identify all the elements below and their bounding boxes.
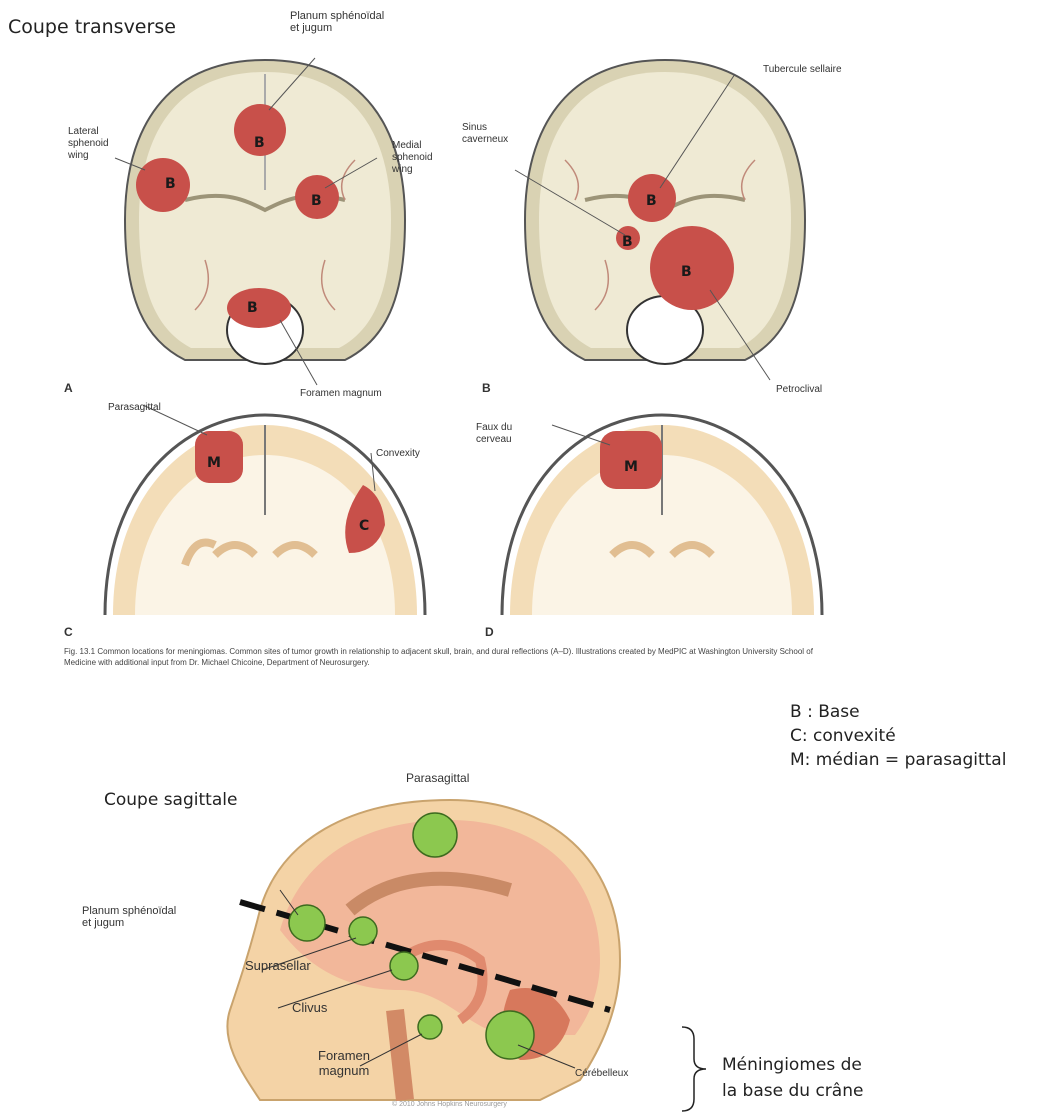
panel-a-skull-base: B B B B bbox=[55, 40, 475, 400]
label-parasagittal-sagittal: Parasagittal bbox=[406, 772, 469, 784]
label-foramen-magnum-a: Foramen magnum bbox=[300, 388, 382, 400]
copyright-text: © 2010 Johns Hopkins Neurosurgery bbox=[392, 1100, 507, 1109]
panel-a-letter: A bbox=[64, 382, 73, 394]
base-meningiomas-label: Méningiomes de la base du crâne bbox=[722, 1052, 863, 1104]
panel-b-tumor-sinus: B bbox=[622, 234, 633, 250]
label-planum-a: Planum sphénoïdal et jugum bbox=[290, 10, 384, 34]
sagittal-head-diagram bbox=[200, 780, 660, 1110]
label-petroclival: Petroclival bbox=[776, 384, 822, 396]
label-parasagittal-c: Parasagittal bbox=[108, 402, 161, 414]
panel-d-letter: D bbox=[485, 626, 494, 638]
panel-a-tumor-medial: B bbox=[311, 193, 322, 209]
panel-c-tumor-m: M bbox=[207, 455, 221, 471]
panel-a-tumor-planum: B bbox=[254, 135, 265, 151]
panel-a-tumor-lateral: B bbox=[165, 176, 176, 192]
panel-b-tumor-tubercule: B bbox=[646, 193, 657, 209]
legend-item-base: B : Base bbox=[790, 700, 1006, 724]
label-medial-sphenoid: Medial sphenoid wing bbox=[392, 140, 433, 176]
figure-caption: Fig. 13.1 Common locations for meningiom… bbox=[64, 646, 844, 668]
panel-c-coronal: M C bbox=[95, 405, 435, 625]
transverse-title: Coupe transverse bbox=[8, 16, 176, 38]
label-planum-sagittal: Planum sphénoïdal et jugum bbox=[82, 905, 176, 929]
panel-d-coronal: M bbox=[492, 405, 832, 625]
panel-b-tumor-petroclival: B bbox=[681, 264, 692, 280]
abbreviation-legend: B : Base C: convexité M: médian = parasa… bbox=[790, 700, 1006, 772]
panel-c-letter: C bbox=[64, 626, 73, 638]
label-suprasellar: Suprasellar bbox=[245, 960, 311, 972]
panel-a-tumor-foramen: B bbox=[247, 300, 258, 316]
panel-d-tumor-m: M bbox=[624, 459, 638, 475]
label-clivus: Clivus bbox=[292, 1002, 327, 1014]
legend-item-median: M: médian = parasagittal bbox=[790, 748, 1006, 772]
label-sinus-caverneux: Sinus caverneux bbox=[462, 122, 508, 146]
panel-c-tumor-c: C bbox=[359, 518, 369, 534]
panel-b-letter: B bbox=[482, 382, 491, 394]
base-bracket bbox=[680, 1025, 710, 1113]
label-lateral-sphenoid: Lateral sphenoid wing bbox=[68, 126, 109, 162]
label-convexity: Convexity bbox=[376, 448, 420, 460]
label-faux-du-cerveau: Faux du cerveau bbox=[476, 422, 512, 446]
label-tubercule-sellaire: Tubercule sellaire bbox=[763, 64, 842, 76]
label-foramen-sagittal: Foramen magnum bbox=[318, 1048, 370, 1078]
panel-b-skull-base: B B B bbox=[475, 40, 875, 400]
legend-item-convexite: C: convexité bbox=[790, 724, 1006, 748]
label-cerebelleux: Cérébelleux bbox=[575, 1068, 628, 1080]
